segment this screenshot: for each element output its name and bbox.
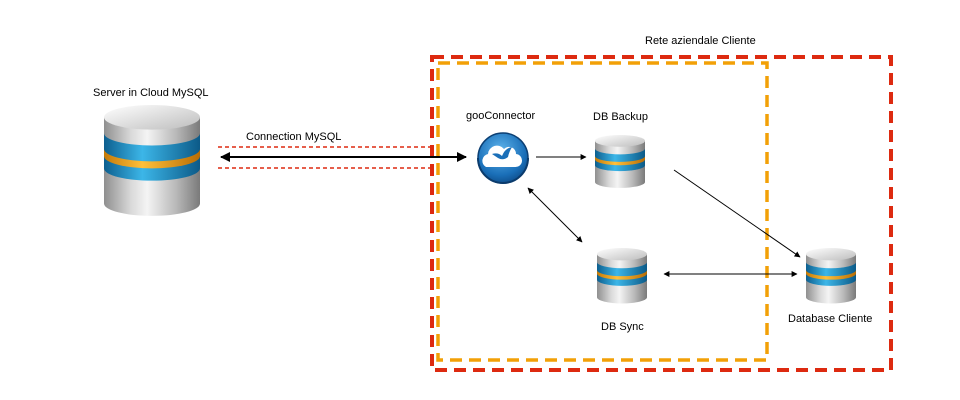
client-network-label: Rete aziendale Cliente xyxy=(645,35,756,47)
database-icon xyxy=(806,248,856,304)
connection-label: Connection MySQL xyxy=(246,131,341,143)
connector-zone-boundary xyxy=(436,61,769,362)
gooconnector-node xyxy=(477,132,529,184)
client-database xyxy=(806,248,856,304)
db-backup-label: DB Backup xyxy=(593,111,648,123)
cloud-server-database xyxy=(104,105,200,216)
database-icon xyxy=(597,248,647,304)
database-icon xyxy=(104,105,200,216)
backup-to-client-arrow xyxy=(673,169,801,258)
database-icon xyxy=(595,135,645,188)
db-backup-database xyxy=(595,135,645,188)
gooconnector-label: gooConnector xyxy=(466,110,535,122)
cloud-server-label: Server in Cloud MySQL xyxy=(93,87,209,99)
client-db-label: Database Cliente xyxy=(788,313,872,325)
client-network-boundary xyxy=(430,55,893,372)
db-sync-label: DB Sync xyxy=(601,321,644,333)
connector-sync-arrow xyxy=(527,187,583,243)
db-sync-database xyxy=(597,248,647,304)
